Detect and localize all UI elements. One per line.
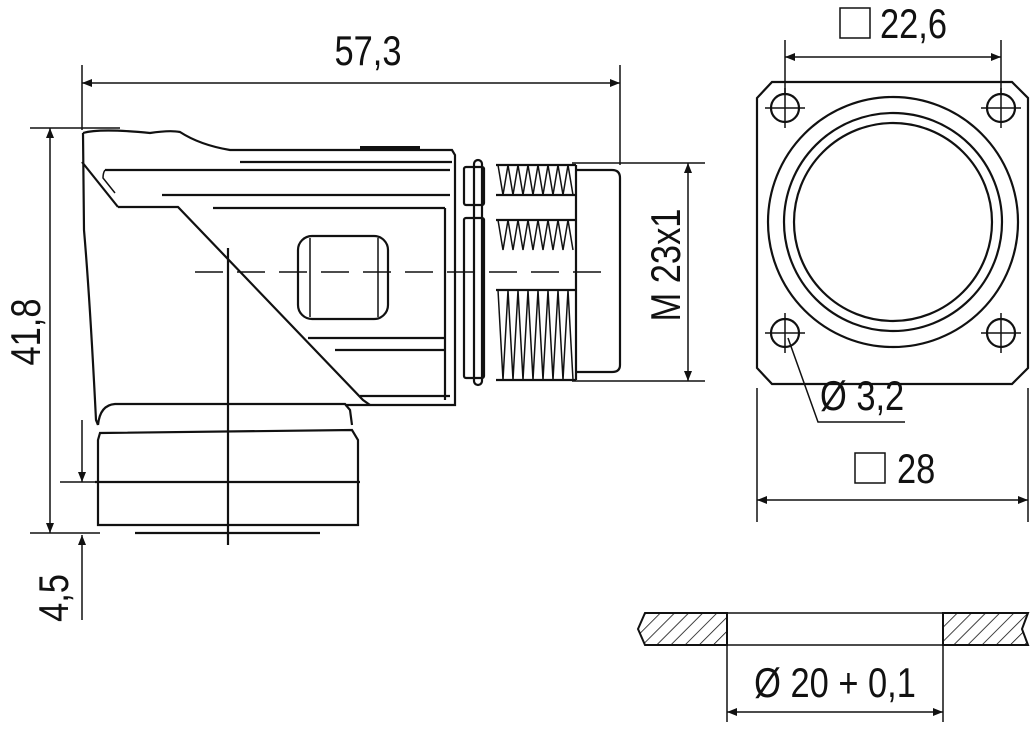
dim-panel-cutout-label: Ø 20 + 0,1 xyxy=(754,660,916,707)
dimension-flange-size: 28 xyxy=(756,388,1029,522)
thread-lower xyxy=(496,288,576,382)
dim-hole-diameter-label: Ø 3,2 xyxy=(820,373,904,420)
dimension-base-offset: 4,5 xyxy=(31,420,100,622)
thread-middle xyxy=(496,218,576,251)
dim-hole-spacing-label: 22,6 xyxy=(880,1,947,48)
dimension-hole-diameter: Ø 3,2 xyxy=(787,337,905,423)
dim-offset-label: 4,5 xyxy=(31,574,78,622)
dimension-overall-length: 57,3 xyxy=(81,28,621,165)
front-view xyxy=(755,80,1030,386)
dim-thread-label: M 23x1 xyxy=(643,209,690,322)
dimension-thread: M 23x1 xyxy=(572,162,705,382)
dim-height-label: 41,8 xyxy=(3,298,50,365)
dim-flange-size-label: 28 xyxy=(897,446,935,493)
square-symbol-icon xyxy=(839,7,871,39)
dim-length-label: 57,3 xyxy=(334,28,401,75)
mounting-holes xyxy=(765,88,1021,353)
side-view xyxy=(81,129,622,545)
dimension-overall-height: 41,8 xyxy=(3,127,120,534)
dimension-hole-spacing: 22,6 xyxy=(784,1,1002,95)
thread-upper xyxy=(496,163,576,197)
square-symbol-icon xyxy=(854,452,886,484)
panel-cutout-section: Ø 20 + 0,1 xyxy=(636,612,1030,722)
